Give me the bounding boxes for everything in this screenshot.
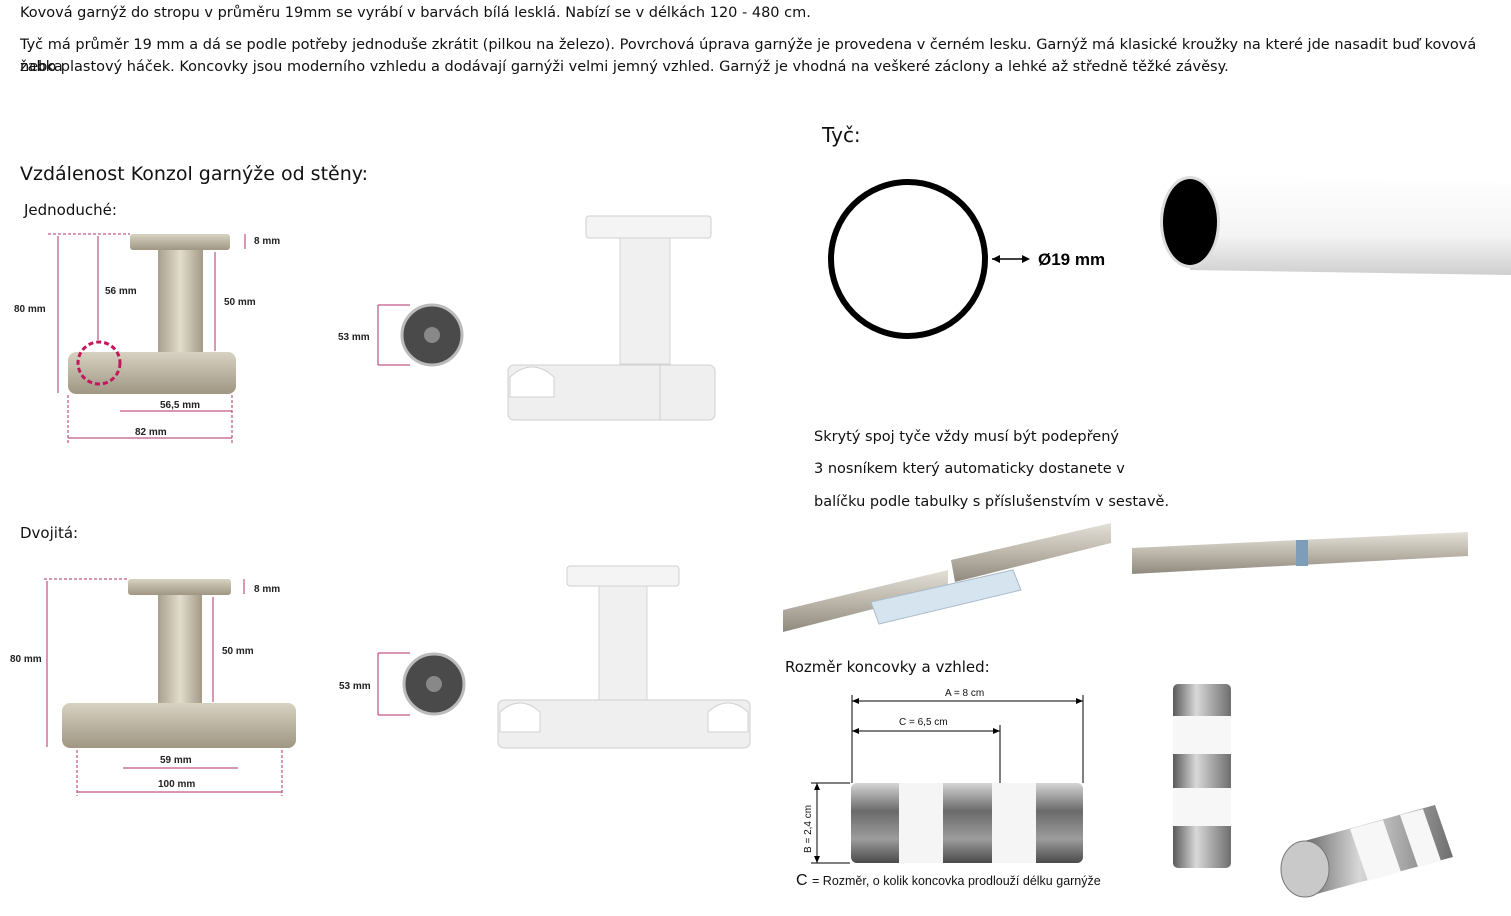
double-bracket-top-view: 53 mm bbox=[339, 652, 466, 716]
white-rod-image bbox=[1160, 176, 1511, 275]
rod-cross-section: Ø19 mm bbox=[828, 179, 1105, 339]
single-dim-8: 8 mm bbox=[254, 236, 280, 247]
finial-angled-image bbox=[1280, 805, 1453, 898]
rod-joint-closed-image bbox=[1132, 532, 1468, 574]
single-dim-50: 50 mm bbox=[224, 297, 256, 308]
single-dim-56-5: 56,5 mm bbox=[160, 400, 200, 411]
single-bracket-drawing: 80 mm 56 mm 8 mm 50 mm 56,5 mm 82 mm bbox=[14, 233, 280, 443]
rod-diameter-label: Ø19 mm bbox=[1038, 250, 1105, 269]
single-dim-80: 80 mm bbox=[14, 304, 46, 315]
double-white-bracket-image bbox=[497, 565, 751, 749]
single-dim-82: 82 mm bbox=[135, 427, 167, 438]
single-bracket-label: Jednoduché: bbox=[24, 201, 117, 219]
intro-line-2: Tyč má průměr 19 mm a dá se podle potřeb… bbox=[20, 37, 1477, 75]
joint-line-3: balíčku podle tabulky s příslušenstvím v… bbox=[814, 494, 1170, 510]
double-dim-50: 50 mm bbox=[222, 646, 254, 657]
finial-caption-letter: C bbox=[796, 872, 808, 889]
finial-dim-a: A = 8 cm bbox=[945, 688, 984, 699]
rod-joint-open-image bbox=[783, 523, 1111, 632]
single-dim-53: 53 mm bbox=[338, 332, 370, 343]
double-dim-100: 100 mm bbox=[158, 779, 195, 790]
single-dim-56: 56 mm bbox=[105, 286, 137, 297]
joint-line-2: 3 nosníkem který automaticky dostanete v bbox=[814, 461, 1125, 477]
joint-line-1: Skrytý spoj tyče vždy musí být podepřený bbox=[814, 429, 1119, 445]
intro-line-1: Kovová garnýž do stropu v průměru 19mm s… bbox=[20, 5, 811, 21]
finial-vertical-image bbox=[1173, 684, 1231, 868]
double-dim-8: 8 mm bbox=[254, 584, 280, 595]
finial-heading: Rozměr koncovky a vzhled: bbox=[785, 658, 990, 676]
intro-line-3: nebo plastový háček. Koncovky jsou moder… bbox=[20, 59, 1229, 75]
single-bracket-top-view: 53 mm bbox=[338, 303, 464, 367]
double-dim-59: 59 mm bbox=[160, 755, 192, 766]
finial-dimension-drawing: A = 8 cm C = 6,5 cm B = 2,4 cm bbox=[803, 688, 1084, 864]
finial-dim-c: C = 6,5 cm bbox=[899, 717, 948, 728]
single-white-bracket-image bbox=[507, 215, 716, 421]
double-dim-80: 80 mm bbox=[10, 654, 42, 665]
brackets-heading: Vzdálenost Konzol garnýže od stěny: bbox=[20, 163, 369, 185]
finial-dim-b: B = 2,4 cm bbox=[803, 805, 814, 853]
finial-caption-text: = Rozměr, o kolik koncovka prodlouží dél… bbox=[812, 874, 1101, 888]
double-dim-53: 53 mm bbox=[339, 681, 371, 692]
finial-caption: C = Rozměr, o kolik koncovka prodlouží d… bbox=[796, 872, 1101, 890]
rod-heading: Tyč: bbox=[822, 123, 861, 147]
double-bracket-label: Dvojitá: bbox=[20, 524, 79, 542]
double-bracket-drawing: 80 mm 8 mm 50 mm 59 mm 100 mm bbox=[10, 578, 296, 796]
